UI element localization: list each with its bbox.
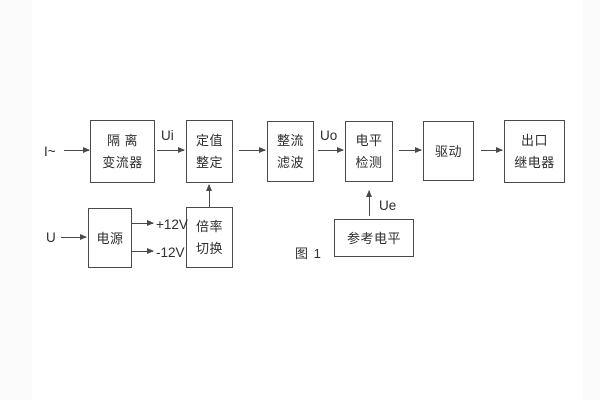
block-power-supply: 电源 bbox=[88, 208, 132, 268]
arrow-minus12v-icon bbox=[132, 247, 154, 254]
block-label: 检测 bbox=[355, 155, 383, 170]
arrow-setting-to-rectify-icon bbox=[239, 146, 266, 153]
label-input-current: I~ bbox=[44, 144, 56, 159]
arrow-current-input-icon bbox=[64, 146, 90, 153]
label-plus12v: +12V bbox=[156, 217, 188, 232]
block-label: 定值 bbox=[195, 133, 223, 148]
block-label: 滤波 bbox=[276, 155, 304, 170]
block-label: 隔 离 bbox=[106, 133, 139, 148]
label-ui-signal: Ui bbox=[161, 128, 174, 143]
block-label: 参考电平 bbox=[346, 230, 401, 246]
figure-caption: 图 1 bbox=[295, 246, 322, 261]
arrow-ue-reference-icon bbox=[365, 190, 372, 216]
arrow-voltage-input-icon bbox=[61, 233, 87, 240]
block-ratio-switch: 倍率 切换 bbox=[186, 207, 233, 268]
block-setting-adjust: 定值 整定 bbox=[186, 120, 233, 183]
block-level-detect: 电平 检测 bbox=[345, 121, 393, 182]
arrow-ratio-to-setting-icon bbox=[205, 184, 212, 207]
label-uo-signal: Uo bbox=[320, 128, 338, 143]
arrow-uo-signal-icon bbox=[318, 146, 344, 153]
block-label: 整流 bbox=[276, 133, 304, 148]
arrow-drive-to-relay-icon bbox=[481, 146, 503, 153]
block-label: 驱动 bbox=[434, 143, 462, 159]
block-label: 继电器 bbox=[514, 155, 555, 170]
arrow-plus12v-icon bbox=[132, 219, 154, 226]
block-label: 变流器 bbox=[102, 155, 143, 170]
block-label: 倍率 bbox=[195, 219, 223, 234]
block-label: 电源 bbox=[96, 230, 124, 246]
block-label: 出口 bbox=[520, 133, 548, 148]
arrow-ui-signal-icon bbox=[157, 146, 185, 153]
page-margin-left bbox=[0, 0, 32, 400]
label-ue-signal: Ue bbox=[379, 198, 397, 213]
block-label: 电平 bbox=[355, 133, 383, 148]
block-rectify-filter: 整流 滤波 bbox=[267, 121, 314, 182]
label-minus12v: -12V bbox=[156, 245, 185, 260]
arrow-level-to-drive-icon bbox=[399, 146, 422, 153]
block-label: 整定 bbox=[195, 155, 223, 170]
page-margin-right bbox=[583, 0, 600, 400]
block-reference-level: 参考电平 bbox=[334, 219, 414, 257]
block-label: 切换 bbox=[195, 241, 223, 256]
block-isolation-transformer: 隔 离 变流器 bbox=[90, 120, 155, 183]
block-output-relay: 出口 继电器 bbox=[504, 120, 565, 183]
label-input-voltage: U bbox=[46, 230, 56, 245]
block-drive: 驱动 bbox=[423, 121, 474, 181]
